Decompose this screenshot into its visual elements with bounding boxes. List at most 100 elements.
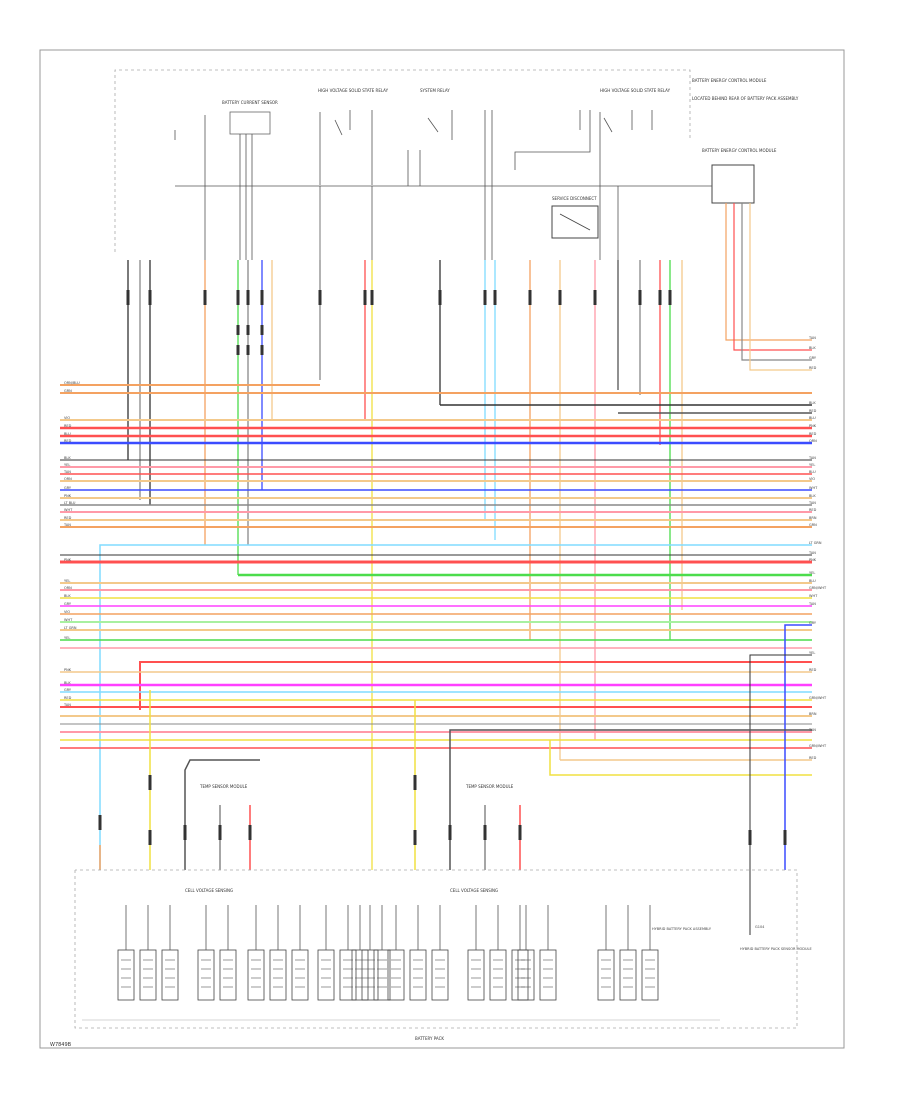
right-pin-label: TAN bbox=[808, 728, 816, 732]
service-disconnect-label: SERVICE DISCONNECT bbox=[552, 196, 597, 201]
left-pin-label: GRN bbox=[64, 389, 72, 393]
battery-cell bbox=[489, 949, 507, 1001]
left-pin-label: GRY bbox=[64, 486, 72, 490]
harness-lines bbox=[60, 384, 812, 935]
battery-pack-enclosure bbox=[74, 869, 798, 1029]
system-relay-label: SYSTEM RELAY bbox=[420, 88, 450, 93]
left-pin-labels: ORN/BLU GRN VIO RED BLU RED BLK YEL TAN ORN GRY PNK… bbox=[63, 381, 80, 707]
left-pin-label: TAN bbox=[63, 470, 71, 474]
right-module-label: HYBRID BATTERY PACK SENSOR MODULE bbox=[740, 947, 812, 951]
battery-cell bbox=[219, 949, 237, 1001]
pack-assembly-note: HYBRID BATTERY PACK ASSEMBLY bbox=[652, 927, 712, 931]
battery-current-sensor bbox=[229, 111, 271, 135]
right-pin-label: BLU bbox=[809, 416, 816, 420]
right-pin-label: GRY bbox=[809, 356, 817, 360]
battery-cell bbox=[539, 949, 557, 1001]
left-pin-label: ORN/BLU bbox=[64, 381, 80, 385]
left-pin-label: YEL bbox=[64, 579, 70, 583]
right-pin-label: PNK bbox=[809, 558, 817, 562]
right-pin-label: BLK bbox=[809, 346, 816, 350]
battery-cell bbox=[431, 949, 449, 1001]
right-pin-label: BLK bbox=[809, 494, 816, 498]
right-pin-label: WHT bbox=[809, 486, 818, 490]
left-pin-label: BLK bbox=[64, 456, 71, 460]
hv-relay-left-label: HIGH VOLTAGE SOLID STATE RELAY bbox=[318, 88, 389, 93]
left-pin-label: VIO bbox=[64, 610, 70, 614]
right-pin-label: BRN bbox=[809, 516, 817, 520]
left-pin-label: TAN bbox=[63, 703, 71, 707]
battery-cell bbox=[291, 949, 309, 1001]
relay-switches bbox=[174, 110, 653, 260]
battery-cell bbox=[351, 949, 369, 1001]
left-pin-label: WHT bbox=[64, 618, 73, 622]
left-pin-label: BLK bbox=[64, 594, 71, 598]
lower-connector-marks bbox=[98, 775, 787, 845]
left-pin-label: VIO bbox=[64, 416, 70, 420]
right-pin-label: YEL bbox=[809, 571, 815, 575]
right-pin-label: PNK bbox=[809, 424, 817, 428]
battery-cell bbox=[269, 949, 287, 1001]
left-pin-label: YEL bbox=[64, 463, 70, 467]
left-pin-label: ORN bbox=[64, 477, 72, 481]
battery-cell bbox=[517, 949, 535, 1001]
right-pin-label: BLK bbox=[809, 401, 816, 405]
left-pin-label: RED bbox=[64, 696, 72, 700]
battery-cells bbox=[117, 905, 659, 1001]
bsm-box-label: BATTERY ENERGY CONTROL MODULE bbox=[702, 148, 777, 153]
battery-cell bbox=[139, 949, 157, 1001]
right-pin-label: RED bbox=[809, 432, 817, 436]
right-pin-label: TAN bbox=[808, 501, 816, 505]
battery-cell bbox=[467, 949, 485, 1001]
right-pin-label: WHT bbox=[809, 594, 818, 598]
left-pin-label: PNK bbox=[64, 494, 72, 498]
left-pin-label: PNK bbox=[64, 558, 72, 562]
bsm-wires bbox=[725, 203, 812, 371]
battery-cell bbox=[641, 949, 659, 1001]
right-pin-label: BRN bbox=[809, 712, 817, 716]
right-pin-label: YEL bbox=[809, 463, 815, 467]
temp-sensor-left-label: TEMP SENSOR MODULE bbox=[199, 784, 248, 789]
top-drop-wires bbox=[127, 260, 683, 870]
right-pin-label: RED bbox=[809, 508, 817, 512]
right-pin-label: GRN bbox=[809, 523, 817, 527]
service-disconnect-box bbox=[551, 205, 599, 239]
left-pin-label: YEL bbox=[64, 636, 70, 640]
battery-cell bbox=[511, 949, 529, 1001]
left-pin-label: ORN bbox=[64, 586, 72, 590]
right-pin-label: RED bbox=[809, 668, 817, 672]
left-pin-label: BLU bbox=[64, 432, 71, 436]
battery-current-sensor-label: BATTERY CURRENT SENSOR bbox=[222, 100, 278, 105]
right-pin-label: TAN bbox=[808, 551, 816, 555]
left-pin-label: PNK bbox=[64, 668, 72, 672]
left-pin-label: BLK bbox=[64, 681, 71, 685]
left-pin-label: LT BLU bbox=[64, 501, 76, 505]
battery-cell bbox=[619, 949, 637, 1001]
temp-sensor-right-label: TEMP SENSOR MODULE bbox=[465, 784, 514, 789]
right-pin-labels: TAN BLK GRY RED BLK RED BLU PNK RED ORN TAN YEL BLU V… bbox=[808, 336, 827, 760]
cell-group-left-label: CELL VOLTAGE SENSING bbox=[185, 888, 233, 893]
left-pin-label: GRY bbox=[64, 688, 72, 692]
left-pin-label: TAN bbox=[63, 523, 71, 527]
right-pin-label: GRN/WHT bbox=[809, 744, 827, 748]
right-pin-label: BLU bbox=[809, 470, 816, 474]
ground-label: G104 bbox=[755, 925, 765, 929]
battery-cell bbox=[247, 949, 265, 1001]
right-pin-label: GRN/WHT bbox=[809, 586, 827, 590]
left-pin-label: RED bbox=[64, 424, 72, 428]
right-pin-label: VIO bbox=[809, 477, 815, 481]
right-pin-label: RED bbox=[809, 366, 817, 370]
cell-group-right-label: CELL VOLTAGE SENSING bbox=[450, 888, 498, 893]
left-pin-label: GRY bbox=[64, 602, 72, 606]
battery-cell bbox=[117, 949, 135, 1001]
right-pin-label: BLU bbox=[809, 579, 816, 583]
hv-relay-right-label: HIGH VOLTAGE SOLID STATE RELAY bbox=[600, 88, 671, 93]
battery-cell bbox=[339, 949, 357, 1001]
page-code: W7849B bbox=[50, 1042, 72, 1048]
bsm-module bbox=[711, 164, 755, 204]
right-pin-label: ORN bbox=[809, 439, 817, 443]
battery-cell bbox=[197, 949, 215, 1001]
bsm-top-label: BATTERY ENERGY CONTROL MODULE bbox=[692, 78, 767, 83]
connector-marks bbox=[126, 290, 672, 355]
left-pin-label: RED bbox=[64, 516, 72, 520]
